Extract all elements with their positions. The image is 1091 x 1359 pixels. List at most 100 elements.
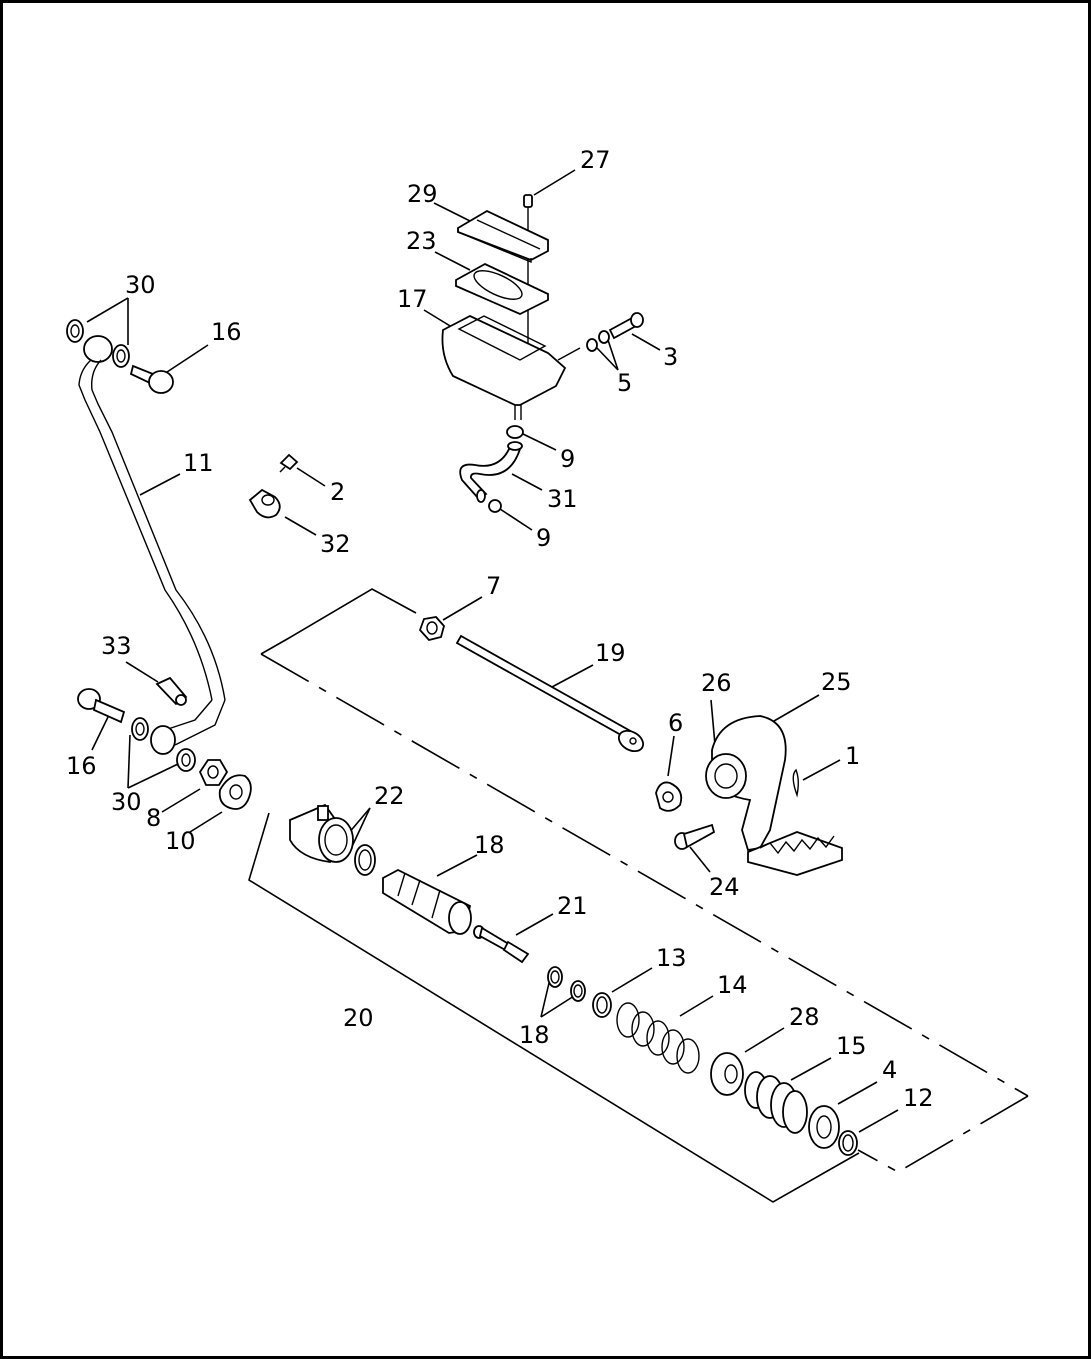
callout-15: 15 — [836, 1032, 867, 1060]
callout-30-lower: 30 — [111, 788, 142, 816]
leader-1 — [802, 759, 841, 781]
leader-27 — [533, 169, 576, 196]
leader-13 — [611, 967, 653, 993]
callout-20: 20 — [343, 1004, 374, 1032]
callout-8: 8 — [146, 804, 161, 832]
callout-30-upper: 30 — [125, 271, 156, 299]
callout-1: 1 — [845, 742, 860, 770]
leader-11 — [139, 473, 181, 496]
leader-30-lower-a — [127, 734, 131, 789]
part-18-piston — [382, 868, 472, 935]
part-30-washer-lower-left — [131, 717, 149, 741]
bracket-20 — [248, 812, 860, 1203]
leader-33 — [125, 661, 159, 683]
part-18-seal-b — [570, 980, 586, 1002]
assembly-brackets — [248, 588, 1029, 1203]
callout-31: 31 — [547, 485, 578, 513]
part-2-fastener — [279, 453, 299, 473]
part-12-snap-ring — [838, 1130, 858, 1156]
bracket-upper-left — [260, 637, 290, 655]
leader-9-upper — [522, 433, 557, 451]
callout-17: 17 — [397, 285, 428, 313]
callout-7: 7 — [486, 572, 501, 600]
leader-14 — [679, 995, 714, 1017]
callout-12: 12 — [903, 1084, 934, 1112]
bracket-upper-top — [288, 588, 417, 639]
part-19-pushrod — [455, 634, 645, 753]
leader-18-upper — [436, 854, 478, 877]
leader-2 — [296, 467, 326, 487]
callout-16-lower: 16 — [66, 752, 97, 780]
part-6-clip — [655, 781, 683, 812]
callout-labels: 27 29 23 17 3 5 9 31 9 30 16 11 2 32 7 1… — [66, 146, 934, 1112]
parts — [66, 194, 858, 1156]
callout-33: 33 — [101, 632, 132, 660]
callout-32: 32 — [320, 530, 351, 558]
callout-4: 4 — [882, 1056, 897, 1084]
bracket-upper-end — [857, 1095, 1029, 1173]
callout-28: 28 — [789, 1003, 820, 1031]
leader-4 — [837, 1081, 878, 1105]
leader-6 — [667, 735, 675, 777]
part-17-reservoir — [441, 314, 581, 420]
part-33-switch — [155, 676, 188, 706]
part-13-snap-ring — [592, 992, 612, 1018]
callout-14: 14 — [717, 971, 748, 999]
part-32-clip — [248, 488, 281, 519]
leader-lines — [86, 169, 899, 1133]
part-9-clamp-lower — [488, 499, 502, 513]
part-22-o-ring — [354, 844, 376, 876]
callout-5: 5 — [617, 369, 632, 397]
bracket-upper-long — [260, 653, 1029, 1097]
callout-6: 6 — [668, 709, 683, 737]
part-23-gasket — [455, 262, 549, 315]
leader-31 — [511, 473, 543, 491]
part-16-banjo-bolt-upper — [129, 364, 174, 394]
part-7-nut — [418, 616, 445, 642]
part-30-washer-lower-right — [176, 748, 196, 772]
leader-10 — [189, 811, 223, 833]
leader-16-upper — [166, 344, 209, 373]
leader-5-a — [596, 347, 619, 371]
leader-21 — [515, 913, 554, 936]
part-31-hose — [459, 441, 523, 503]
part-1-cotter-pin — [792, 768, 799, 798]
leader-5-b — [607, 339, 619, 371]
callout-24: 24 — [709, 873, 740, 901]
part-11-brake-line — [78, 335, 226, 755]
part-18-seal-a — [547, 966, 563, 988]
part-16-banjo-bolt-lower — [77, 688, 126, 724]
leader-18-lower-b — [540, 995, 575, 1018]
part-9-clamp-upper — [506, 425, 524, 439]
leader-23 — [434, 251, 471, 271]
callout-22: 22 — [374, 782, 405, 810]
callout-18-lower: 18 — [519, 1021, 550, 1049]
leader-3 — [631, 333, 661, 351]
leader-19 — [551, 664, 594, 688]
part-30-washer-upper-left — [66, 319, 84, 343]
part-14-spring — [616, 1002, 700, 1074]
part-4-washer — [808, 1105, 840, 1149]
callout-13: 13 — [656, 944, 687, 972]
leader-30-upper-a — [86, 297, 129, 323]
leader-30-lower-b — [127, 763, 179, 789]
callout-9-lower: 9 — [536, 524, 551, 552]
callout-21: 21 — [557, 892, 588, 920]
part-25-brake-pedal — [711, 715, 843, 876]
part-22-cylinder-body — [289, 803, 354, 863]
callout-3: 3 — [663, 343, 678, 371]
part-30-washer-upper-right — [112, 344, 130, 368]
part-28-retainer — [710, 1052, 744, 1096]
callout-9-upper: 9 — [560, 445, 575, 473]
callout-23: 23 — [406, 227, 437, 255]
leader-24 — [689, 846, 711, 873]
part-8-nut — [198, 759, 229, 786]
part-21-rod — [473, 925, 530, 964]
callout-16-upper: 16 — [211, 318, 242, 346]
leader-32 — [284, 516, 317, 536]
part-26-bushing — [705, 753, 747, 799]
exploded-view-drawing: 27 29 23 17 3 5 9 31 9 30 16 11 2 32 7 1… — [66, 146, 1029, 1203]
callout-11: 11 — [183, 449, 214, 477]
leader-8 — [161, 788, 201, 813]
